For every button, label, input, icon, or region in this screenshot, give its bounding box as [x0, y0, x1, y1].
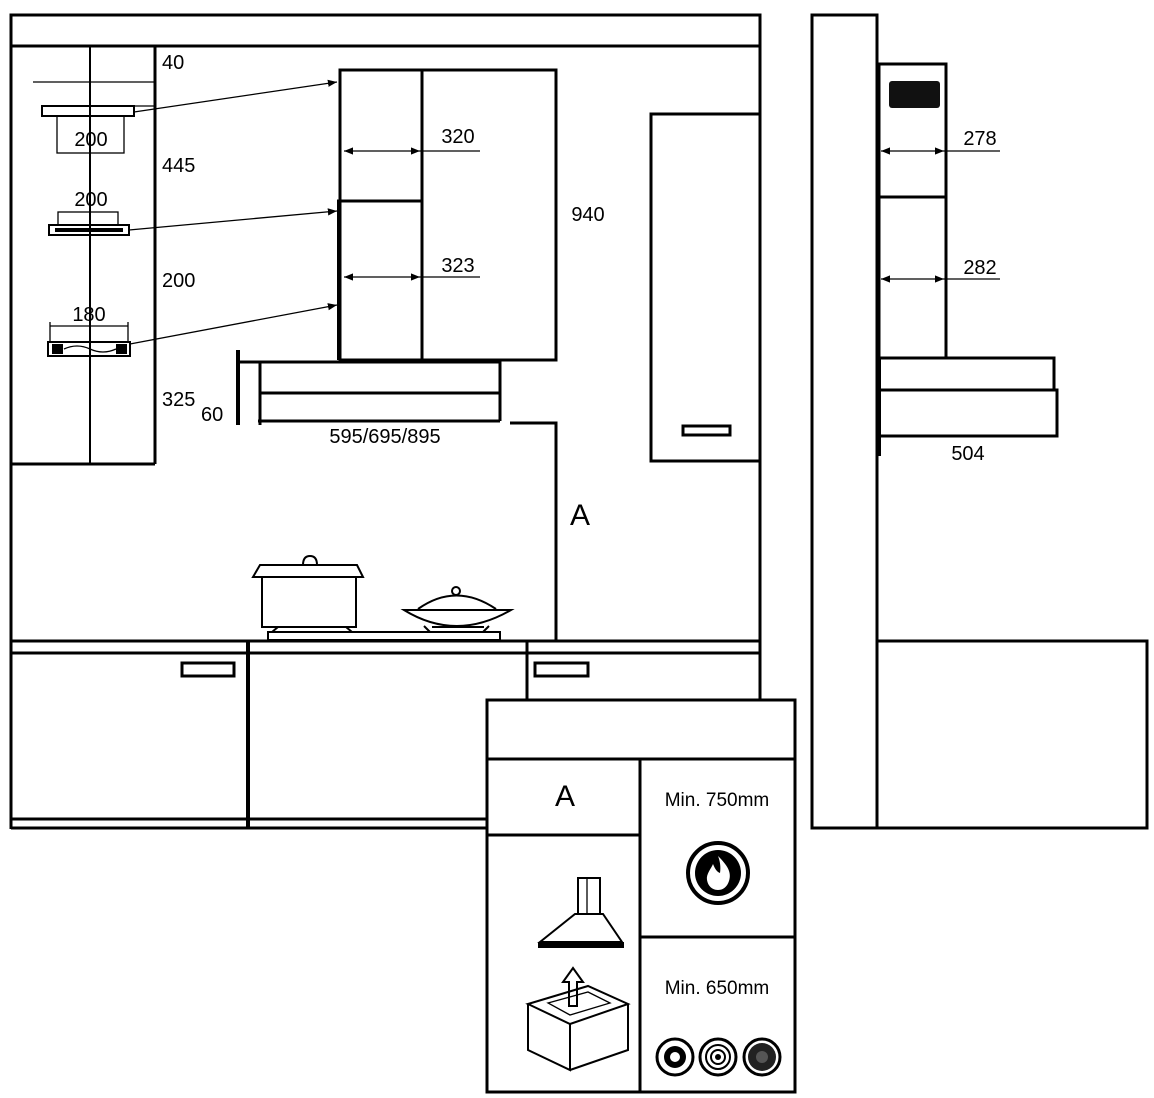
hob-ring-icon-3 — [742, 1037, 782, 1077]
hood-icon-rim — [538, 942, 624, 948]
hob-ring-2-middle — [705, 1044, 731, 1070]
cookware — [251, 554, 515, 641]
chimney: 320 323 940 — [337, 68, 605, 362]
flame-shape — [706, 856, 730, 890]
ceiling-band — [9, 13, 762, 48]
clearance-line — [510, 421, 558, 641]
bracket-1-leader — [133, 79, 338, 113]
hood-body — [258, 360, 502, 395]
wall-cabinet-handle — [681, 424, 732, 437]
bracket-2-width-box — [57, 211, 119, 226]
table-header-label: A — [555, 780, 575, 813]
side-hood-top — [877, 356, 1056, 392]
side-hood-bottom — [877, 388, 1059, 438]
wall-cabinet — [649, 112, 762, 463]
gas-flame-icon — [686, 841, 750, 905]
wok-lid-knob — [451, 586, 461, 596]
bracket-1: 200 — [41, 79, 338, 154]
hob-ring-2-outer — [698, 1037, 738, 1077]
chimney-hood-icon — [537, 877, 624, 948]
bracket-3-spring — [63, 345, 117, 353]
side-wall — [810, 13, 879, 830]
cabinet-handle-left — [180, 661, 236, 678]
bracket-2-width-label: 200 — [74, 189, 107, 211]
bracket-3-width-label: 180 — [72, 304, 105, 326]
chimney-outline — [338, 68, 558, 362]
extraction-box-icon — [525, 966, 631, 1072]
hob-ring-3-center — [756, 1051, 768, 1063]
bottom-gap-label: 325 — [162, 389, 195, 411]
wok-lid — [417, 594, 497, 610]
hood-widths-label: 595/695/895 — [329, 426, 440, 448]
wall-cabinet-outline — [649, 112, 762, 463]
hob-ring-1-outer — [655, 1037, 695, 1077]
bracket-panel: 40 200 445 200 200 180 — [11, 46, 338, 466]
bracket-2-leader — [128, 208, 338, 231]
side-base-cabinet — [877, 639, 1149, 830]
display-panel — [889, 81, 940, 108]
bracket-1-plate — [41, 105, 135, 117]
clearance-label: A — [570, 499, 590, 532]
chimney-height-label: 940 — [571, 204, 604, 226]
top-gap-label: 40 — [162, 52, 184, 74]
lower-depth-label: 282 — [963, 257, 996, 279]
hood-canopy: 595/695/895 — [236, 350, 502, 448]
pot-body — [261, 577, 357, 628]
gas-minimum-label: Min. 750mm — [665, 790, 770, 811]
hob-ring-3-outer — [742, 1037, 782, 1077]
box-opening — [546, 991, 612, 1016]
pot-lid — [251, 564, 365, 578]
spacing-2-3-label: 200 — [162, 270, 195, 292]
bracket-1-width-label: 200 — [74, 129, 107, 151]
clearance-dimension: A — [510, 421, 590, 641]
hob-ring-1-center — [670, 1052, 680, 1062]
hob-ring-2-center — [715, 1054, 721, 1060]
pot-lid-knob — [302, 554, 318, 566]
upper-depth-label: 278 — [963, 128, 996, 150]
box-side-face — [569, 1004, 629, 1071]
side-view: 278 282 504 — [810, 13, 1149, 830]
front-view: 40 200 445 200 200 180 — [9, 13, 762, 830]
box-front-face — [527, 1004, 571, 1072]
bracket-3-right-clip — [116, 344, 127, 354]
up-arrow-icon — [561, 966, 585, 1007]
pot — [251, 554, 365, 633]
bracket-2: 200 — [48, 189, 338, 236]
electric-minimum-label: Min. 650mm — [665, 978, 770, 999]
hob-ring-icon-1 — [655, 1037, 695, 1077]
clearance-table: A Min. 750mm Min. 650mm — [485, 698, 797, 1094]
cabinet-handle-right — [533, 661, 590, 678]
electric-hob-icon — [655, 1037, 782, 1077]
hood-thickness-label: 60 — [201, 404, 223, 426]
bracket-3: 180 — [47, 303, 338, 357]
bracket-2-plate-core — [55, 228, 123, 232]
side-chimney — [877, 62, 948, 360]
lower-width-label: 323 — [441, 255, 474, 277]
bracket-3-left-clip — [52, 344, 63, 354]
pot-support — [271, 626, 353, 633]
wok — [400, 586, 515, 633]
bracket-1-width-box — [56, 115, 125, 154]
wok-bowl — [400, 609, 515, 627]
hob-plate — [267, 631, 501, 641]
gas-icon-ring — [686, 841, 750, 905]
bracket-3-plate — [47, 341, 131, 357]
wok-support — [423, 625, 490, 633]
hob-ring-icon-2 — [698, 1037, 738, 1077]
spacing-1-2-label: 445 — [162, 155, 195, 177]
hood-depth-label: 504 — [951, 443, 984, 465]
bracket-3-leader — [129, 303, 338, 345]
upper-width-label: 320 — [441, 126, 474, 148]
hob-ring-2-inner — [710, 1049, 726, 1065]
